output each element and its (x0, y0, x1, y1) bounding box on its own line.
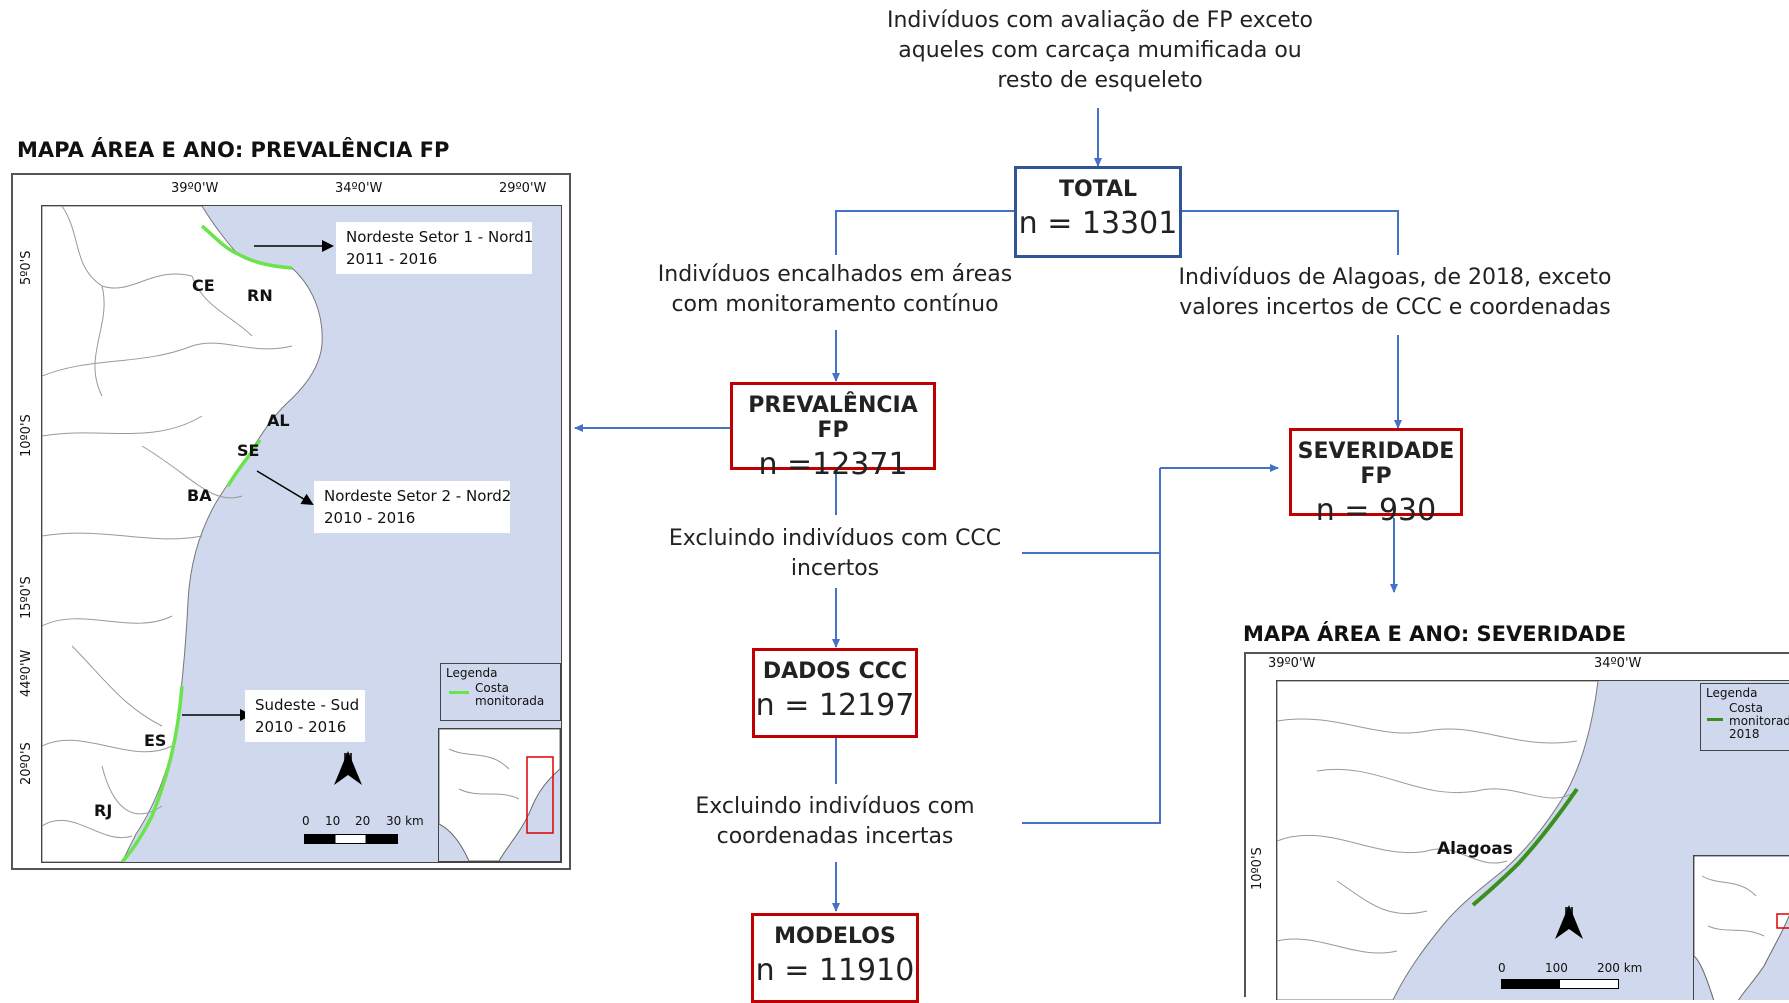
total-title: TOTAL (1058, 177, 1138, 202)
map-left-side-tick: 15º0'S (19, 576, 34, 619)
north-arrow-icon: N (1553, 905, 1585, 955)
map-left-inset (438, 728, 561, 862)
total-count: n = 13301 (1018, 206, 1178, 241)
map-left-top-tick: 34º0'W (335, 181, 383, 196)
state-label: AL (267, 411, 290, 430)
map-right-title: MAPA ÁREA E ANO: SEVERIDADE (1243, 622, 1627, 646)
map-right-landmass (1277, 681, 1599, 1000)
line-total-right-branch (1182, 210, 1399, 255)
map-left-top-tick: 39º0'W (171, 181, 219, 196)
total-box: TOTAL n = 13301 (1014, 166, 1182, 258)
modelos-title: MODELOS (774, 924, 896, 949)
state-label: SE (237, 441, 260, 460)
line-coord-exclusion-merge (1022, 553, 1161, 824)
legend-line-swatch (449, 691, 469, 694)
state-label: ES (144, 731, 167, 750)
exclude-coord-caption: Excluindo indivíduos com coordenadas inc… (695, 794, 975, 849)
callout-nord1: Nordeste Setor 1 - Nord1 2011 - 2016 (336, 222, 533, 274)
modelos-box: MODELOS n = 11910 (751, 913, 919, 1003)
prevalencia-title: PREVALÊNCIA FP (748, 393, 918, 443)
map-right-top-tick: 39º0'W (1268, 656, 1316, 671)
map-left-side-tick: 10º0'S (19, 414, 34, 457)
line-ccc-exclusion-merge (1022, 468, 1161, 554)
map-left-landmass (42, 206, 323, 862)
callout-sud: Sudeste - Sud 2010 - 2016 (245, 690, 365, 742)
map-left-side-tick: 44º0'W (19, 649, 34, 697)
state-label: RN (247, 286, 273, 305)
map-right-top-tick: 34º0'W (1594, 656, 1642, 671)
map-right-inset (1693, 855, 1789, 1000)
state-label: BA (187, 486, 212, 505)
map-left-title: MAPA ÁREA E ANO: PREVALÊNCIA FP (17, 138, 450, 162)
map-left-body: CE RN AL SE BA ES RJ Nordeste (41, 205, 562, 863)
dados-ccc-box: DADOS CCC n = 12197 (752, 648, 918, 738)
severidade-count: n = 930 (1315, 493, 1437, 528)
severidade-title: SEVERIDADE FP (1297, 439, 1455, 489)
map-left-legend: Legenda Costa monitorada (440, 663, 561, 721)
map-left-side-tick: 5º0'S (19, 250, 34, 286)
modelos-count: n = 11910 (755, 953, 915, 988)
state-label: CE (192, 276, 215, 295)
map-right-frame: 39º0'W 34º0'W 10º0'S Alagoas Legenda (1244, 652, 1789, 1000)
map-right-legend: Legenda Costa monitorada 2018 (1700, 683, 1789, 751)
prevalencia-count: n =12371 (758, 447, 908, 482)
region-label-alagoas: Alagoas (1437, 839, 1513, 859)
left-branch-caption: Indivíduos encalhados em áreas com monit… (657, 262, 1013, 317)
line-total-left-branch (835, 210, 1014, 255)
map-left-top-tick: 29º0'W (499, 181, 547, 196)
map-left-frame: 39º0'W 34º0'W 29º0'W 5º0'S 10º0'S 15º0'S… (11, 173, 571, 870)
dados-ccc-title: DADOS CCC (762, 659, 908, 684)
scale-bar (1501, 979, 1619, 989)
legend-line-swatch (1707, 718, 1723, 721)
prevalencia-box: PREVALÊNCIA FP n =12371 (730, 382, 936, 482)
state-label: RJ (94, 801, 113, 820)
dados-ccc-count: n = 12197 (755, 688, 915, 723)
map-left-side-tick: 20º0'S (19, 742, 34, 785)
map-right-body: Alagoas Legenda Costa monitorada 2018 N … (1276, 680, 1789, 1000)
severidade-box: SEVERIDADE FP n = 930 (1289, 428, 1463, 528)
scale-bar (304, 834, 398, 844)
north-arrow-icon: N (332, 751, 364, 801)
exclude-ccc-caption: Excluindo indivíduos com CCC incertos (668, 526, 1002, 581)
top-caption: Indivíduos com avaliação de FP exceto aq… (886, 8, 1314, 93)
callout-nord2: Nordeste Setor 2 - Nord2 2010 - 2016 (314, 481, 511, 533)
map-right-side-tick: 10º0'S (1250, 847, 1265, 890)
right-branch-caption: Indivíduos de Alagoas, de 2018, exceto v… (1178, 265, 1612, 320)
